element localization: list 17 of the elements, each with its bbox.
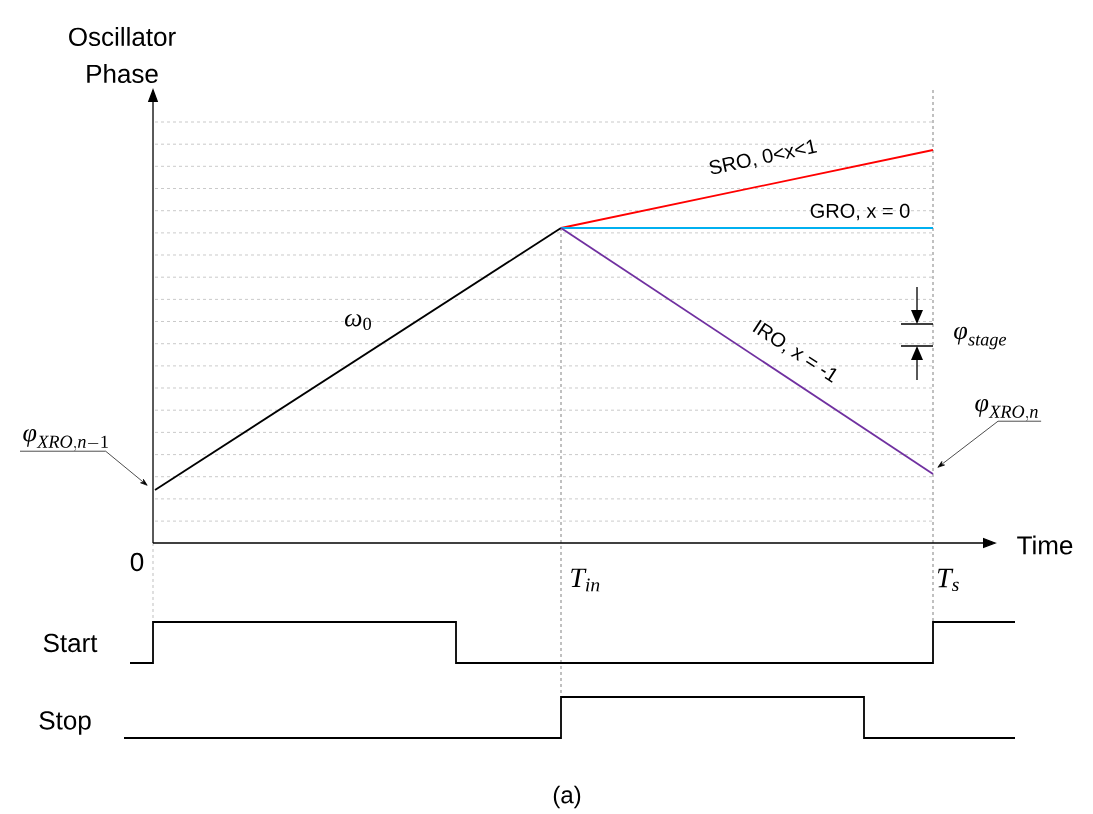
phase-label: $\phi_{XRO,n-1}$ [23,429,108,451]
slope-label: $\omega_{0}$ [344,313,371,331]
signal-label: Stop [39,711,91,735]
tick-label: $T_{s}$ [938,568,959,592]
tick-label: 0 [130,552,144,572]
line-label: GRO, x = 0 [810,203,910,221]
line-label: SRO, 0<x<1 [709,139,818,175]
tick-label: $T_{in}$ [571,568,600,592]
axis-label: Time [1017,535,1073,555]
dimension-label: $\phi_{stage}$ [954,326,1007,350]
leader-line [19,450,148,486]
axis-label: Oscillator Phase [69,26,176,84]
phase-label: $\phi_{XRO,n}$ [975,399,1038,421]
caption: (a) [553,785,581,809]
leader-line [937,420,1042,468]
line-label: IRO, x = -1 [752,319,837,383]
signal-label: Start [43,633,98,653]
